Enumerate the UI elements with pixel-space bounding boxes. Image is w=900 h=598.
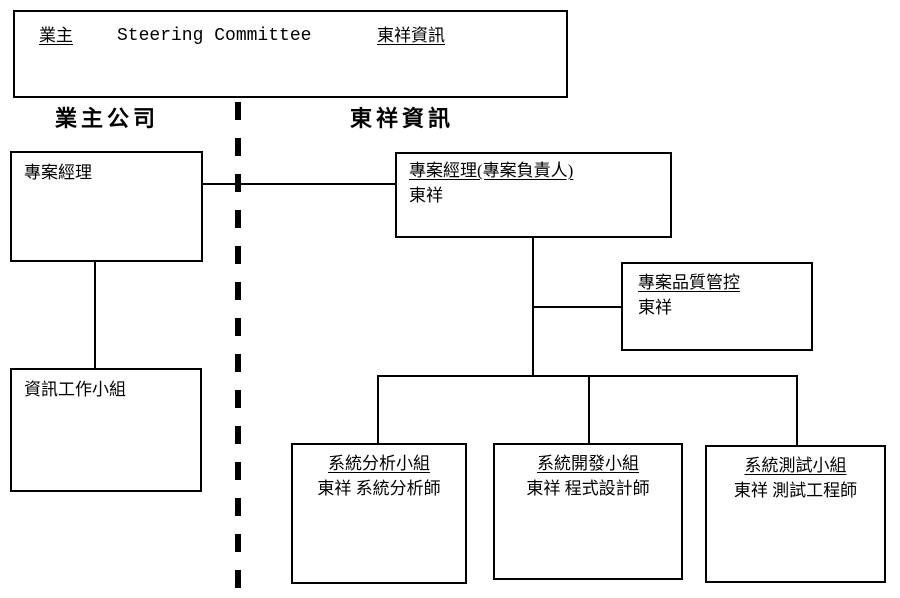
vendor-pm-subtitle: 東祥 [409, 185, 443, 205]
vendor-pm-title: 專案經理(專案負責人) [409, 161, 574, 180]
vendor-pm-box: 專案經理(專案負責人) 東祥 [395, 152, 672, 238]
system-testing-team-box: 系統測試小組 東祥 測試工程師 [705, 445, 886, 583]
system-development-team-title: 系統開發小組 [537, 454, 639, 473]
connector-drop-testing-team [796, 377, 798, 445]
vendor-company-header: 東祥資訊 [350, 106, 455, 131]
connector-vendor-pm-down [532, 238, 534, 377]
system-testing-team-title: 系統測試小組 [744, 456, 847, 475]
connector-pm-to-pm [203, 183, 395, 185]
connector-drop-analysis-team [377, 377, 379, 443]
connector-drop-development-team [588, 377, 590, 443]
quality-control-subtitle: 東祥 [638, 297, 672, 317]
dashed-divider-line [235, 102, 241, 590]
quality-control-box: 專案品質管控 東祥 [621, 262, 813, 351]
connector-teams-bus [377, 375, 798, 377]
quality-control-title: 專案品質管控 [638, 273, 740, 292]
connector-pm-to-it-team [94, 262, 96, 368]
owner-label: 業主 [39, 26, 73, 45]
system-analysis-team-box: 系統分析小組 東祥 系統分析師 [291, 443, 467, 584]
system-development-team-subtitle: 東祥 程式設計師 [526, 478, 650, 498]
owner-pm-title: 專案經理 [24, 163, 92, 182]
system-development-team-box: 系統開發小組 東祥 程式設計師 [493, 443, 683, 580]
system-analysis-team-title: 系統分析小組 [328, 454, 430, 473]
connector-to-quality-control [534, 306, 621, 308]
steering-committee-label: Steering Committee [117, 26, 312, 46]
vendor-label: 東祥資訊 [377, 26, 445, 45]
owner-company-header: 業主公司 [55, 106, 160, 131]
owner-pm-box: 專案經理 [10, 151, 203, 262]
it-work-team-title: 資訊工作小組 [24, 380, 126, 399]
system-testing-team-subtitle: 東祥 測試工程師 [733, 480, 858, 500]
system-analysis-team-subtitle: 東祥 系統分析師 [317, 478, 441, 498]
steering-committee-box: 業主 Steering Committee 東祥資訊 [13, 10, 568, 98]
it-work-team-box: 資訊工作小組 [10, 368, 202, 492]
